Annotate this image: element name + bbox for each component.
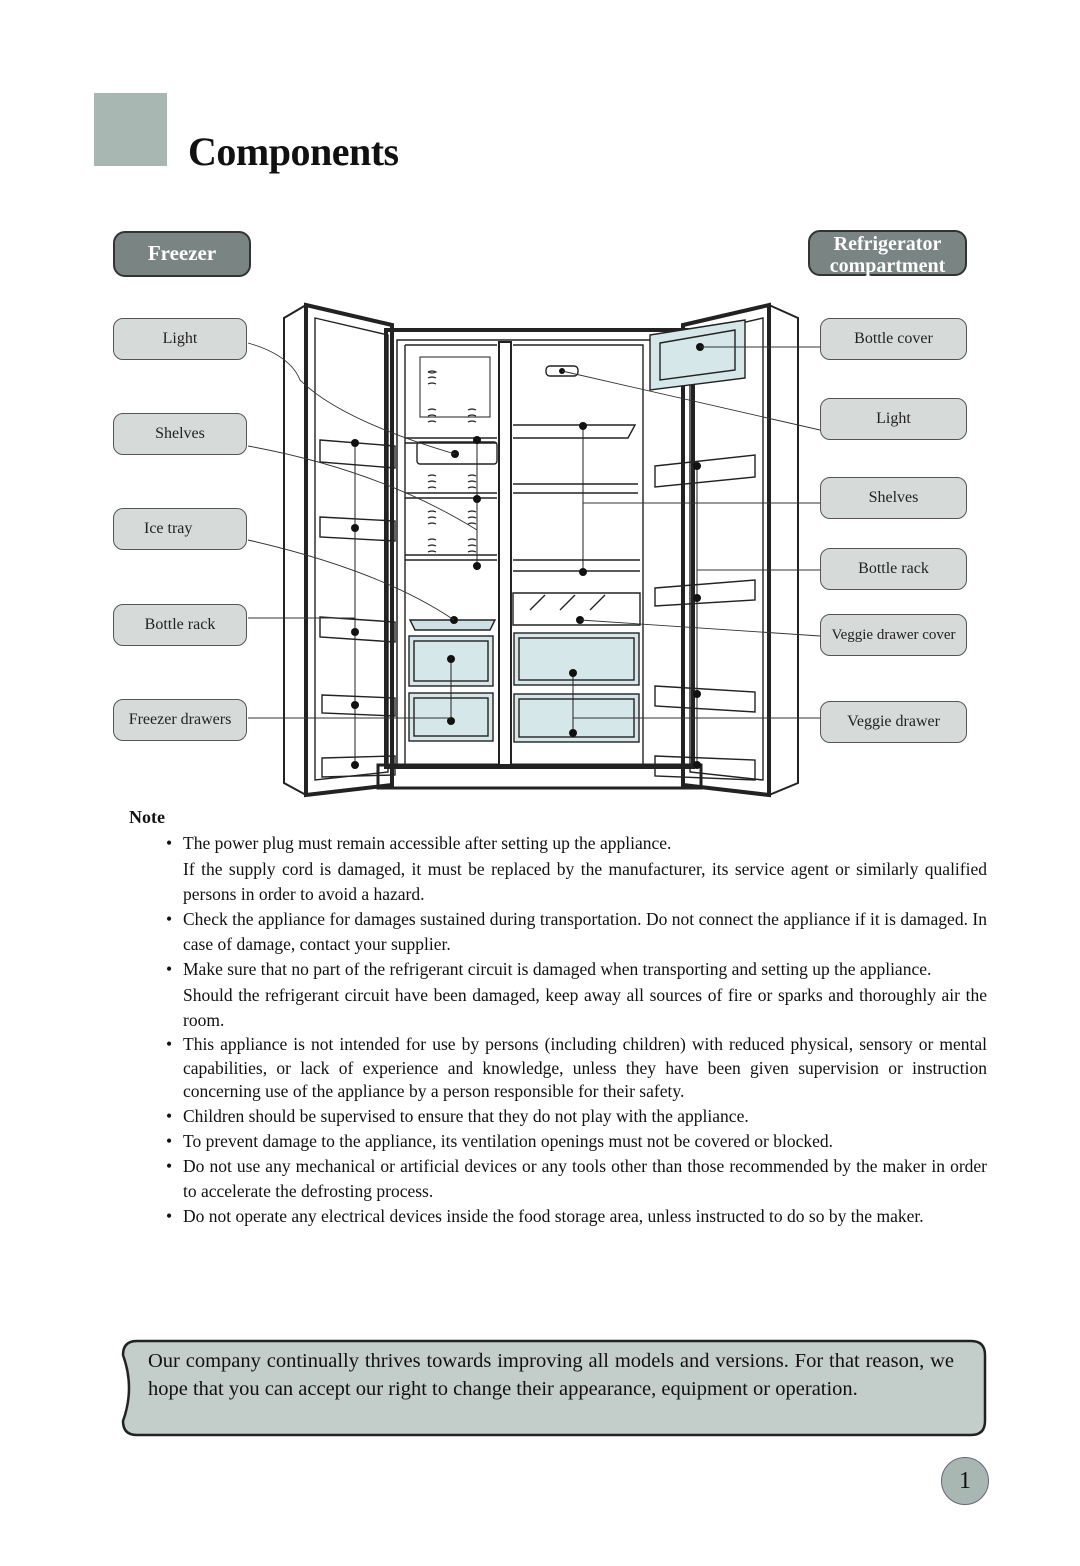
refrigerator-diagram [247, 302, 821, 798]
notes-list: • The power plug must remain accessible a… [166, 831, 987, 1229]
note-text: If the supply cord is damaged, it must b… [183, 859, 987, 904]
note-item: Should the refrigerant circuit have been… [166, 983, 987, 1033]
note-item: • The power plug must remain accessible a… [166, 831, 987, 856]
note-text: To prevent damage to the appliance, its … [183, 1130, 833, 1151]
label-text: Veggie drawer [847, 713, 940, 730]
bullet: • [166, 909, 173, 929]
note-text: The power plug must remain accessible af… [183, 833, 672, 853]
note-item: • Children should be supervised to ensure… [166, 1104, 987, 1129]
note-item: • Make sure that no part of the refrigera… [166, 957, 987, 982]
freezer-heading: Freezer [113, 231, 251, 277]
label-text: Bottle rack [144, 616, 216, 633]
page-number: 1 [941, 1457, 989, 1505]
label-ice-tray: Ice tray [113, 508, 247, 550]
label-text: Shelves [868, 489, 919, 506]
note-item: If the supply cord is damaged, it must b… [166, 857, 987, 907]
label-fridge-bottle-rack: Bottle rack [820, 548, 967, 590]
note-item: • Check the appliance for damages sustain… [166, 907, 987, 957]
bullet: • [166, 1105, 173, 1126]
label-veggie-drawer-cover: Veggie drawer cover [820, 614, 967, 656]
label-text: Shelves [155, 425, 205, 442]
bullet: • [166, 1205, 173, 1226]
label-text: Freezer drawers [128, 711, 232, 728]
note-text: Make sure that no part of the refrigeran… [183, 959, 932, 979]
disclaimer-banner [121, 1339, 987, 1437]
page-title: Components [188, 129, 399, 174]
label-freezer-bottle-rack: Bottle rack [113, 604, 247, 646]
label-fridge-shelves: Shelves [820, 477, 967, 519]
label-freezer-light: Light [113, 318, 247, 360]
note-text: Do not use any mechanical or artificial … [183, 1155, 987, 1201]
disclaimer-text: Our company continually thrives towards … [148, 1350, 954, 1400]
label-text: Light [162, 330, 198, 347]
title-square-icon [94, 93, 167, 166]
note-item: • This appliance is not intended for use … [166, 1033, 987, 1104]
bullet: • [166, 1155, 173, 1176]
note-text: Children should be supervised to ensure … [183, 1105, 749, 1126]
bullet: • [166, 833, 173, 853]
label-text: Veggie drawer cover [831, 626, 956, 643]
note-item: • Do not use any mechanical or artificial… [166, 1154, 987, 1204]
refrigerator-heading: Refrigerator compartment [808, 230, 967, 277]
note-text: This appliance is not intended for use b… [183, 1034, 987, 1101]
note-text: Do not operate any electrical devices in… [183, 1205, 924, 1226]
label-freezer-shelves: Shelves [113, 413, 247, 455]
label-text: Light [876, 410, 911, 427]
label-bottle-cover: Bottle cover [820, 318, 967, 360]
bullet: • [166, 959, 173, 979]
label-veggie-drawer: Veggie drawer [820, 701, 967, 743]
label-fridge-light: Light [820, 398, 967, 440]
label-text: Ice tray [144, 520, 193, 537]
refrigerator-heading-line1: Refrigerator [833, 233, 942, 255]
note-heading: Note [129, 807, 165, 827]
note-item: • To prevent damage to the appliance, its… [166, 1129, 987, 1154]
note-item: • Do not operate any electrical devices i… [166, 1204, 987, 1229]
label-freezer-drawers: Freezer drawers [113, 699, 247, 741]
note-text: Check the appliance for damages sustaine… [183, 909, 987, 954]
refrigerator-heading-line2: compartment [829, 255, 946, 277]
bullet: • [166, 1130, 173, 1151]
bullet: • [166, 1034, 173, 1054]
label-text: Bottle cover [854, 330, 933, 347]
label-text: Bottle rack [858, 560, 929, 577]
note-text: Should the refrigerant circuit have been… [183, 985, 987, 1030]
